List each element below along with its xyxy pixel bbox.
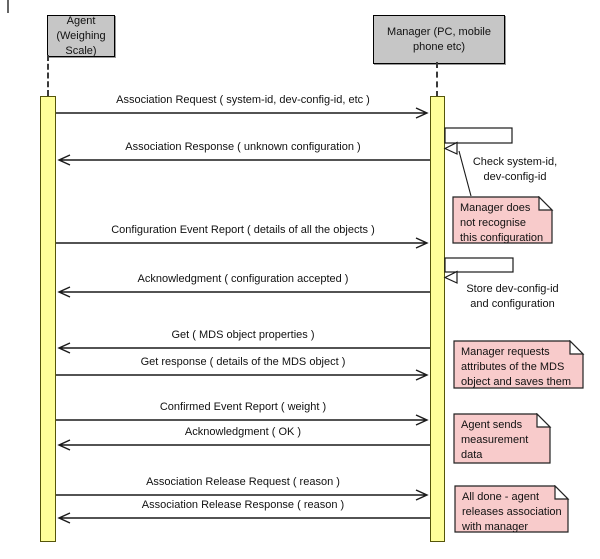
self-message-check-icon (443, 127, 513, 155)
note-line: this configuration (460, 232, 544, 244)
message-get-mds: Get ( MDS object properties ) (56, 329, 430, 355)
message-label: Get ( MDS object properties ) (171, 329, 315, 341)
note-text: Manager requests attributes of the MDS o… (461, 345, 571, 390)
note-fold-icon (538, 196, 554, 211)
actor-manager-box: Manager (PC, mobile phone etc) (373, 15, 505, 64)
note-line: Agent sends (461, 419, 523, 431)
message-arrow-right-icon (56, 369, 429, 381)
self-message-store-line2: and configuration (470, 298, 555, 310)
message-arrow-left-icon (57, 286, 430, 298)
note-line: measurement (461, 434, 529, 446)
note-shape-icon (452, 196, 554, 244)
note-all-done: All done - agent releases association wi… (454, 485, 570, 534)
self-message-check-line1: Check system-id, (472, 156, 558, 168)
message-label: Association Response ( unknown configura… (125, 141, 361, 153)
note-fold-icon (536, 413, 552, 428)
note-manager-requests: Manager requests attributes of the MDS o… (453, 340, 585, 390)
message-arrow-left-icon (57, 154, 430, 166)
note-line: not recognise (460, 217, 527, 229)
note-fold-icon (554, 485, 570, 500)
note-text: All done - agent releases association wi… (462, 490, 562, 535)
note-line: object and saves them (461, 376, 572, 388)
message-label: Association Release Request ( reason ) (146, 476, 340, 488)
note-line: attributes of the MDS (461, 361, 565, 373)
message-label: Get response ( details of the MDS object… (140, 356, 346, 368)
note-shape-icon (453, 340, 585, 389)
actor-agent-name: Agent (66, 14, 96, 27)
self-message-check-line2: dev-config-id (483, 171, 547, 183)
message-label: Acknowledgment ( OK ) (184, 426, 302, 438)
note-shape-icon (453, 413, 552, 464)
note-agent-sends: Agent sends measurement data (453, 413, 552, 465)
actor-agent-box: Agent (Weighing Scale) (47, 15, 115, 57)
message-confirmed-event-report: Confirmed Event Report ( weight ) (56, 401, 430, 427)
message-arrow-right-icon (56, 107, 429, 119)
note-fold-icon (569, 340, 585, 355)
message-arrow-left-icon (57, 342, 430, 354)
message-label: Confirmed Event Report ( weight ) (159, 401, 327, 413)
note-line: All done - agent (462, 491, 540, 503)
message-arrow-right-icon (56, 489, 429, 501)
note-manager-not-recognise: Manager does not recognise this configur… (452, 196, 554, 245)
agent-activation-bar (40, 96, 56, 542)
message-label: Acknowledgment ( configuration accepted … (137, 273, 349, 285)
message-association-release-request: Association Release Request ( reason ) (56, 476, 430, 502)
self-message-store-icon (443, 257, 514, 284)
message-arrow-right-icon (56, 414, 429, 426)
self-message-check-label: Check system-id, dev-config-id (460, 155, 570, 185)
message-arrow-right-icon (56, 237, 429, 249)
message-acknowledgment-configuration: Acknowledgment ( configuration accepted … (56, 273, 430, 299)
actor-manager-subname: phone etc) (413, 40, 465, 53)
crop-artifact-mark (7, 0, 9, 13)
note-connector-line (458, 150, 472, 197)
note-line: data (461, 449, 483, 461)
message-association-release-response: Association Release Response ( reason ) (56, 499, 430, 525)
message-acknowledgment-ok: Acknowledgment ( OK ) (56, 426, 430, 452)
note-shape-icon (454, 485, 570, 533)
message-association-response: Association Response ( unknown configura… (56, 141, 430, 167)
message-label: Association Release Response ( reason ) (141, 499, 345, 511)
note-text: Agent sends measurement data (461, 418, 528, 463)
self-message-store-line1: Store dev-config-id (466, 283, 559, 295)
note-line: with manager (462, 521, 529, 533)
self-message-store-label: Store dev-config-id and configuration (455, 282, 570, 312)
note-text: Manager does not recognise this configur… (460, 201, 543, 246)
message-get-response: Get response ( details of the MDS object… (56, 356, 430, 382)
message-arrow-left-icon (57, 512, 430, 524)
agent-lifeline (47, 55, 49, 96)
actor-agent-subname: (Weighing Scale) (56, 29, 106, 57)
actor-manager-name: Manager (PC, mobile (387, 25, 491, 38)
manager-lifeline (436, 62, 438, 97)
note-line: releases association (462, 506, 562, 518)
message-configuration-event-report: Configuration Event Report ( details of … (56, 224, 430, 250)
note-line: Manager requests (461, 346, 550, 358)
note-line: Manager does (460, 202, 531, 214)
manager-activation-bar (430, 96, 445, 542)
message-arrow-left-icon (57, 439, 430, 451)
message-association-request: Association Request ( system-id, dev-con… (56, 94, 430, 120)
message-label: Configuration Event Report ( details of … (111, 224, 375, 236)
message-label: Association Request ( system-id, dev-con… (116, 94, 370, 106)
